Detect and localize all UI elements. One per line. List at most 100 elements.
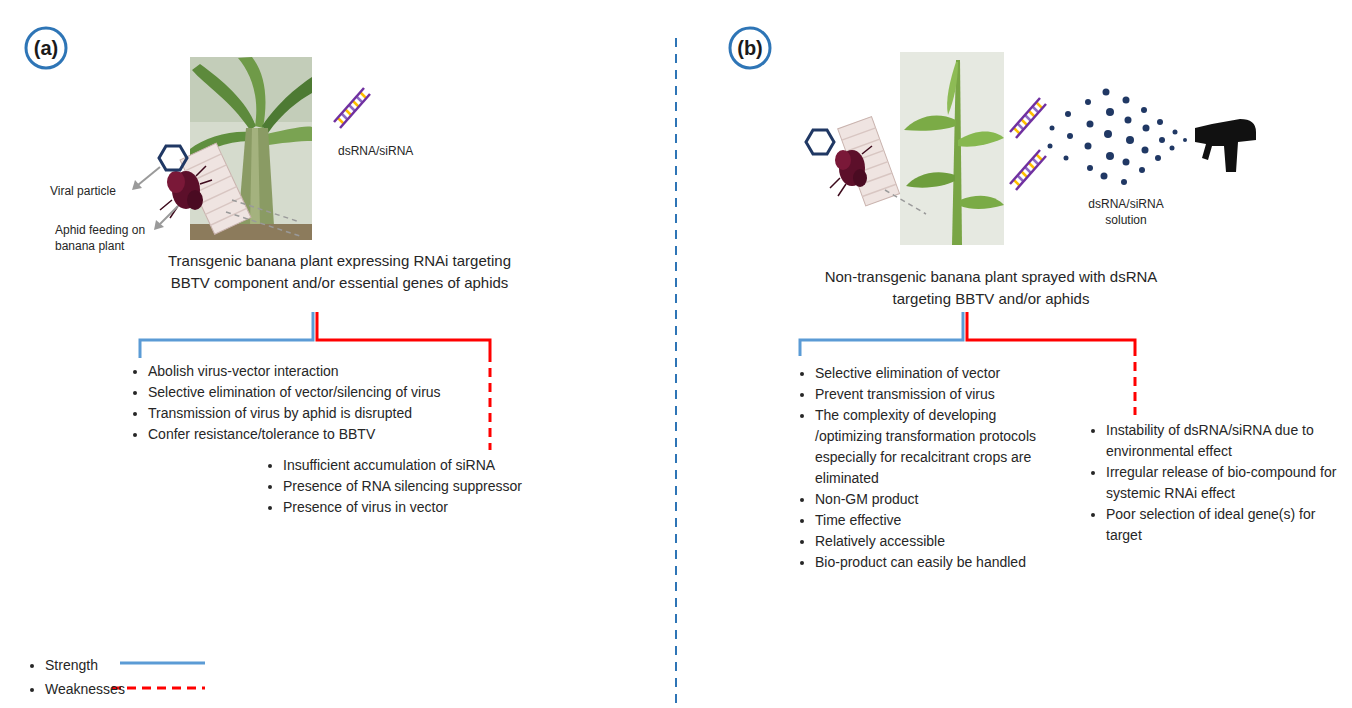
banana-plant-photo — [192, 64, 256, 130]
bullet-point: Confer resistance/tolerance to BBTV — [148, 424, 478, 445]
panel-letter-circle: (b) — [728, 26, 772, 70]
aphid-on-leaf — [830, 146, 872, 196]
bullet-point: Selective elimination of vector — [815, 363, 1043, 384]
seedling-photo — [960, 196, 1004, 209]
strength-bracket — [800, 312, 963, 356]
legend-text: Weaknesses — [45, 681, 125, 697]
callout-label: Viral particle — [50, 183, 132, 199]
spray-droplets — [1125, 117, 1132, 124]
bullet-point: Abolish virus-vector interaction — [148, 361, 478, 382]
leader-arrows — [160, 206, 178, 224]
bullet-point: The complexity of developing /optimizing… — [815, 405, 1043, 489]
spray-droplets — [1050, 126, 1055, 131]
aphid-on-leaf — [835, 150, 851, 170]
strength-bracket — [140, 312, 313, 358]
callout-label: dsRNA/siRNA — [338, 143, 428, 159]
spray-droplets — [1159, 137, 1165, 143]
banana-plant-photo — [238, 57, 265, 128]
spray-droplets — [1085, 99, 1091, 105]
weakness-bracket — [1134, 362, 1137, 415]
seedling-photo — [900, 52, 1004, 245]
spray-droplets — [1139, 167, 1145, 173]
weakness-bracket — [967, 312, 1135, 356]
illustration — [1010, 150, 1046, 190]
weakness-list: Insufficient accumulation of siRNAPresen… — [283, 455, 613, 518]
spray-droplets — [1064, 156, 1069, 161]
aphid-on-leaf — [853, 169, 867, 187]
bullet-point: Presence of virus in vector — [283, 497, 613, 518]
viral-particle-icon — [806, 130, 834, 154]
legend-text: Strength — [45, 657, 98, 673]
legend-line-sample — [120, 662, 205, 665]
spray-droplets — [1067, 133, 1073, 139]
aphid-on-leaf — [830, 117, 926, 214]
legend-line-sample — [112, 687, 205, 690]
spray-droplets — [1123, 97, 1130, 104]
spray-droplets — [1143, 125, 1150, 132]
seedling-photo — [904, 115, 956, 130]
spray-droplets — [1065, 111, 1071, 117]
spray-droplets — [1183, 138, 1187, 142]
bullet-point: Instability of dsRNA/siRNA due to enviro… — [1106, 420, 1344, 462]
spray-droplets — [1106, 108, 1114, 116]
panel-caption: Transgenic banana plant expressing RNAi … — [152, 250, 527, 294]
seedling-photo — [958, 132, 1004, 147]
illustration — [334, 88, 370, 128]
callout-label: Aphid feeding on banana plant — [55, 222, 151, 254]
aphid-on-leaf — [167, 171, 185, 193]
spray-droplets — [1141, 107, 1147, 113]
spray-droplets — [1142, 147, 1149, 154]
illustration — [1010, 98, 1046, 138]
panel-caption: Non-transgenic banana plant sprayed with… — [815, 266, 1167, 310]
callout-label: dsRNA/siRNA solution — [1080, 196, 1172, 228]
legend-item: Weaknesses — [45, 677, 125, 701]
weakness-bracket — [317, 312, 490, 362]
seedling-photo — [947, 62, 958, 115]
leader-arrows — [132, 180, 142, 190]
banana-plant-photo — [250, 128, 260, 226]
aphid-on-leaf — [226, 212, 300, 236]
spray-droplets — [1121, 179, 1127, 185]
circle-outline — [730, 28, 770, 68]
seedling-photo — [900, 52, 1004, 245]
spray-droplets — [1048, 89, 1188, 186]
spray-droplets — [1087, 165, 1093, 171]
spray-droplets — [1106, 152, 1114, 160]
spray-droplets — [1170, 146, 1175, 151]
panel-letter: (b) — [737, 37, 763, 60]
bullet-point: Prevent transmission of virus — [815, 384, 1043, 405]
bullet-point: Transmission of virus by aphid is disrup… — [148, 403, 478, 424]
bullet-point: Insufficient accumulation of siRNA — [283, 455, 613, 476]
panel-divider — [675, 38, 677, 708]
bullet-point: Non-GM product — [815, 489, 1043, 510]
leader-arrows — [138, 167, 160, 185]
spray-droplets — [1173, 130, 1178, 135]
bullet-point: Time effective — [815, 510, 1043, 531]
weakness-bracket — [489, 368, 492, 450]
spray-droplets — [1126, 136, 1134, 144]
bullet-point: Bio-product can easily be handled — [815, 552, 1043, 573]
bullet-point: Presence of RNA silencing suppressor — [283, 476, 613, 497]
viral-particle-icon — [159, 146, 187, 170]
leader-arrows — [154, 220, 164, 230]
bullet-point: Selective elimination of vector/silencin… — [148, 382, 478, 403]
leader-arrows — [132, 167, 178, 230]
aphid-on-leaf — [160, 166, 212, 218]
spray-droplets — [1048, 144, 1053, 149]
spray-droplets — [1087, 121, 1094, 128]
spray-droplets — [1085, 143, 1092, 150]
circle-outline — [26, 28, 66, 68]
bullet-point: Irregular release of bio-compound for sy… — [1106, 462, 1344, 504]
panel-letter-circle: (a) — [24, 26, 68, 70]
aphid-on-leaf — [885, 190, 926, 214]
aphid-on-leaf — [232, 200, 300, 222]
spray-droplets — [1103, 89, 1110, 96]
spray-droplets — [1157, 119, 1163, 125]
legend: StrengthWeaknesses — [45, 653, 125, 701]
seedling-photo — [906, 172, 955, 187]
strength-bracket — [800, 312, 963, 356]
banana-plant-photo — [190, 224, 312, 240]
